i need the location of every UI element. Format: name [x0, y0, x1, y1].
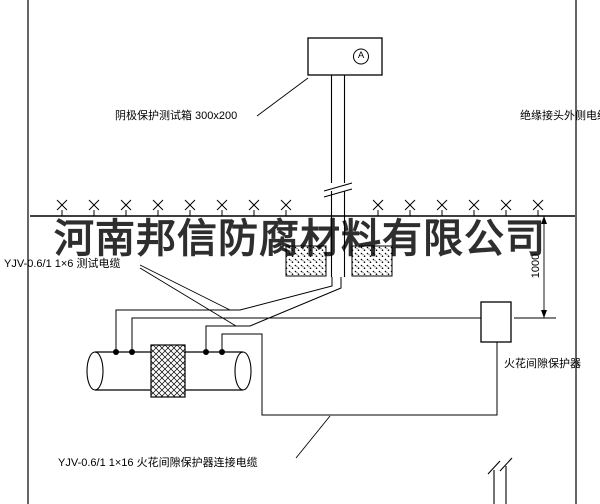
label-test-box: 阴极保护测试箱 300x200	[115, 110, 238, 122]
conduit-riser	[323, 75, 353, 277]
foundation-blocks	[285, 245, 393, 277]
pipe-end-right	[234, 351, 252, 391]
pipe-stub-symbol	[487, 457, 513, 504]
spark-cable-upper	[131, 317, 481, 349]
pipe-break-mark	[323, 188, 353, 198]
pipe-end-left	[86, 351, 104, 391]
leader-lines	[139, 77, 331, 459]
drawing-frame	[27, 0, 577, 504]
test-cables	[115, 277, 342, 349]
spark-gap-protector	[480, 301, 512, 343]
test-cable-2	[205, 277, 342, 349]
leader-spark-cable	[295, 415, 331, 459]
label-test-cable: YJV-0.6/1 1×6 测试电缆	[4, 258, 121, 270]
spark-cable-lower	[221, 333, 498, 416]
test-cable-1	[115, 277, 333, 349]
ground-hatch-marks	[56, 199, 544, 217]
pipe-break-mark	[323, 182, 353, 192]
test-box	[307, 37, 383, 76]
insulating-joint	[150, 344, 186, 398]
leader-test-cable-1	[139, 264, 231, 311]
dimension-text-1000: 1000	[530, 253, 542, 279]
dimension-arrow-top	[541, 216, 547, 224]
pipeline	[86, 344, 252, 398]
label-spark-gap: 火花间隙保护器	[504, 358, 581, 370]
meter-letter: A	[357, 50, 365, 61]
ground-line-group	[30, 199, 575, 217]
label-outer-cable: 绝缘接头外侧电缆	[520, 110, 600, 122]
leader-test-cable-2	[139, 267, 237, 327]
spark-gap-cables	[131, 317, 498, 416]
label-spark-cable: YJV-0.6/1 1×16 火花间隙保护器连接电缆	[58, 457, 258, 469]
leader-test-box	[256, 77, 309, 117]
cable-weld-points	[113, 349, 225, 355]
meter-circle	[353, 48, 369, 65]
dimension-arrow-bottom	[541, 310, 547, 318]
dimension-depth	[514, 216, 556, 319]
